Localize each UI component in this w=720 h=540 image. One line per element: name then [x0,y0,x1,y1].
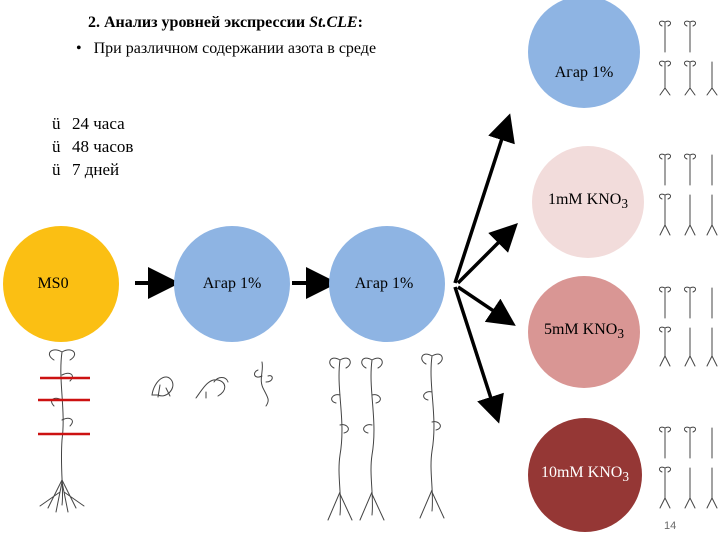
cut-seedling-illustration [39,349,85,513]
target-circle-5mm-kno3: 5mM KNO3 [528,276,640,388]
target-circle-10mm-kno3: 10mM KNO3 [528,418,642,532]
subtitle-bullet: • При различном содержании азота в среде [76,40,376,58]
timepoint-label: 24 часа [72,114,125,133]
seedling-rows-illustration [658,20,718,509]
timepoint-label: 7 дней [72,160,120,179]
seedling-group-1mm [658,153,718,236]
slide-title: 2. Анализ уровней экспрессии St.CLE: [88,14,363,32]
seedling-group-agar [658,20,718,96]
stage-label: Агар 1% [354,275,414,292]
target-circle-agar: Агар 1% [528,0,640,108]
timepoint-item: ü 7 дней [52,158,133,181]
title-prefix: 2. Анализ уровней экспрессии [88,14,310,31]
cut-marks [38,376,90,436]
bullet-symbol: • [76,40,82,57]
title-suffix: : [357,14,363,31]
target-label: 1mM KNO3 [547,191,628,212]
check-icon: ü [52,137,61,156]
bullet-text: При различном содержании азота в среде [93,40,377,57]
grown-seedlings-illustration [327,353,445,521]
timepoint-label: 48 часов [72,137,134,156]
stage-label: MS0 [37,275,69,292]
title-gene: St.CLE [309,14,358,31]
check-icon: ü [52,114,61,133]
timepoint-item: ü 24 часа [52,112,133,135]
stage-circle-agar-2: Агар 1% [329,226,445,342]
slide-number: 14 [664,520,677,532]
timepoint-item: ü 48 часов [52,135,133,158]
target-label: Агар 1% [554,64,614,81]
explants-illustration [151,361,273,407]
seedling-group-10mm [658,426,718,509]
stage-label: Агар 1% [202,275,262,292]
target-label: 5mM KNO3 [543,321,624,342]
check-icon: ü [52,160,61,179]
stage-circle-agar-1: Агар 1% [174,226,290,342]
target-circle-1mm-kno3: 1mM KNO3 [532,146,644,258]
stage-circle-ms0: MS0 [3,226,119,342]
target-label: 10mM KNO3 [540,464,629,485]
branch-arrows [453,113,518,424]
seedling-group-5mm [658,286,718,367]
timepoints-list: ü 24 часа ü 48 часов ü 7 дней [52,112,133,181]
